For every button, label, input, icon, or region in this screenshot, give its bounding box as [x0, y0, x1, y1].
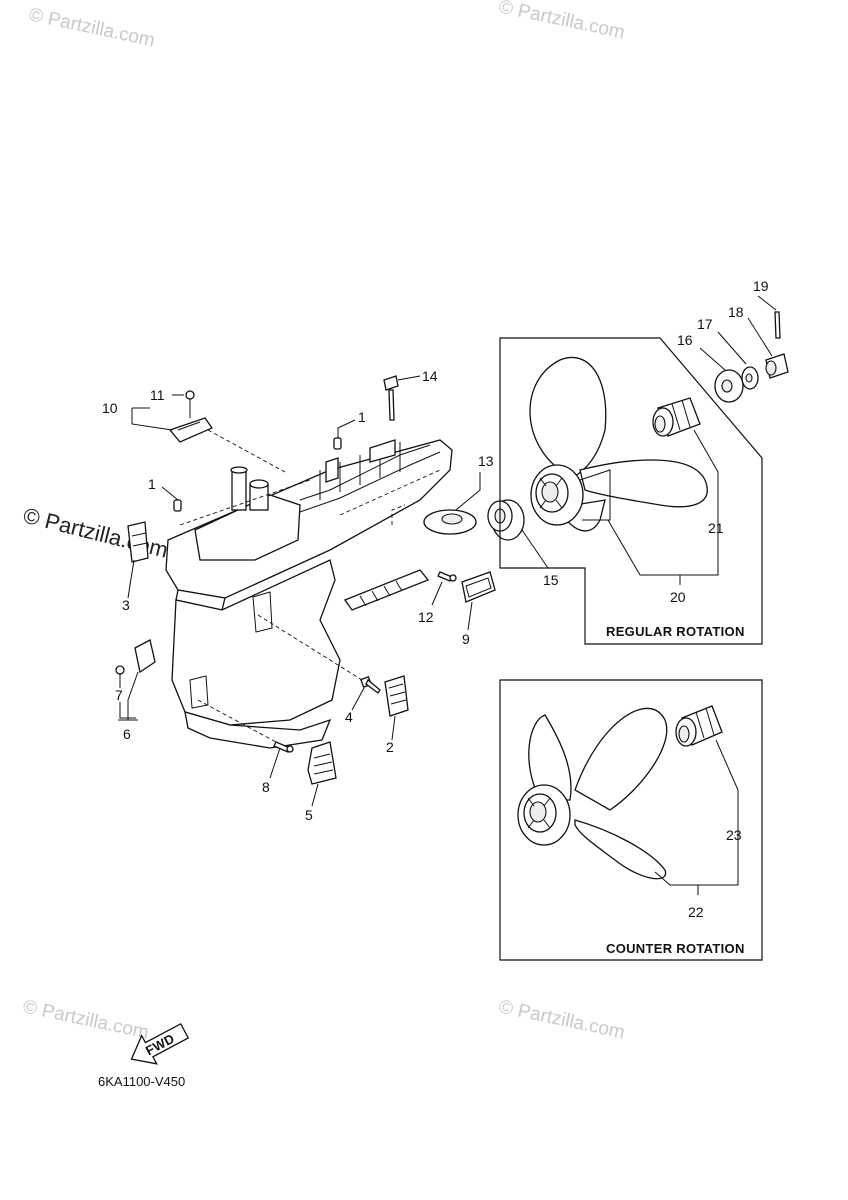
part-1-dowel-pin-a: [333, 419, 356, 450]
watermark-top-left: © Partzilla.com: [27, 4, 157, 51]
callout-4: 4: [345, 709, 353, 725]
part-10-anode: [131, 407, 286, 473]
callout-23: 23: [726, 827, 742, 843]
regular-rotation-box: [499, 337, 763, 645]
regular-rotation-label: REGULAR ROTATION: [606, 624, 745, 639]
part-13-thrust-washer: [423, 472, 481, 535]
part-23-bushing-counter: [675, 705, 739, 791]
callout-22: 22: [688, 904, 704, 920]
part-18-nut: [747, 317, 789, 379]
svg-text:© Partzilla.com: © Partzilla.com: [27, 4, 157, 51]
callout-16: 16: [677, 332, 693, 348]
part-2-anode: [384, 675, 409, 741]
counter-rotation-box: [499, 679, 763, 961]
callout-8: 8: [262, 779, 270, 795]
callout-1b: 1: [148, 476, 156, 492]
callout-11: 11: [150, 387, 165, 403]
part-14-bolt: [383, 375, 421, 421]
callout-6: 6: [123, 726, 131, 742]
guide-line-1: [179, 479, 311, 526]
part-5-trim-tab: [307, 741, 337, 807]
part-11-bolt: [172, 390, 195, 418]
svg-text:© Partzilla.com: © Partzilla.com: [497, 0, 627, 44]
callout-7: 7: [115, 687, 123, 703]
callout-18: 18: [728, 304, 744, 320]
part-21-bushing-regular: [652, 397, 719, 473]
callout-3: 3: [122, 597, 130, 613]
watermark-top-right: © Partzilla.com: [497, 0, 627, 44]
counter-rotation-label: COUNTER ROTATION: [606, 941, 745, 956]
svg-text:© Partzilla.com: © Partzilla.com: [497, 996, 627, 1043]
lower-unit-case: [165, 439, 453, 749]
callout-2: 2: [386, 739, 394, 755]
callout-13: 13: [478, 453, 494, 469]
callout-1a: 1: [358, 409, 366, 425]
part-16-washer: [699, 347, 744, 403]
part-9-seal: [461, 571, 496, 631]
part-6-anode: [118, 639, 156, 721]
callout-17: 17: [697, 316, 713, 332]
part-3-anode: [127, 521, 149, 599]
fwd-arrow-icon: FWD: [130, 1022, 190, 1065]
part-12-bolt: [431, 571, 457, 606]
callout-19: 19: [753, 278, 769, 294]
callout-14: 14: [422, 368, 438, 384]
callouts: 1 1 2 3 4 5 6 7 8 9 10 11 12 13 14 15 16…: [102, 278, 769, 920]
watermark-bottom-right: © Partzilla.com: [497, 996, 627, 1043]
callout-10: 10: [102, 400, 118, 416]
part-17-washer: [717, 331, 759, 390]
part-4-bolt: [257, 614, 381, 711]
watermark-bottom-left: © Partzilla.com: [21, 996, 151, 1043]
part-8-bolt: [197, 699, 294, 779]
part-1-dowel-pin-b: [161, 486, 182, 512]
part-7-bolt: [115, 665, 136, 719]
callout-20: 20: [670, 589, 686, 605]
callout-15: 15: [543, 572, 559, 588]
part-20-propeller-regular: [529, 357, 719, 585]
svg-text:© Partzilla.com: © Partzilla.com: [21, 996, 151, 1043]
part-19-cotter-pin: [757, 295, 781, 339]
callout-5: 5: [305, 807, 313, 823]
guide-line-2: [339, 469, 441, 516]
guide-line-3: [391, 504, 406, 525]
part-22-propeller-counter: [517, 707, 739, 895]
callout-12: 12: [418, 609, 434, 625]
callout-21: 21: [708, 520, 724, 536]
callout-9: 9: [462, 631, 470, 647]
diagram-code: 6KA1100-V450: [98, 1074, 185, 1089]
